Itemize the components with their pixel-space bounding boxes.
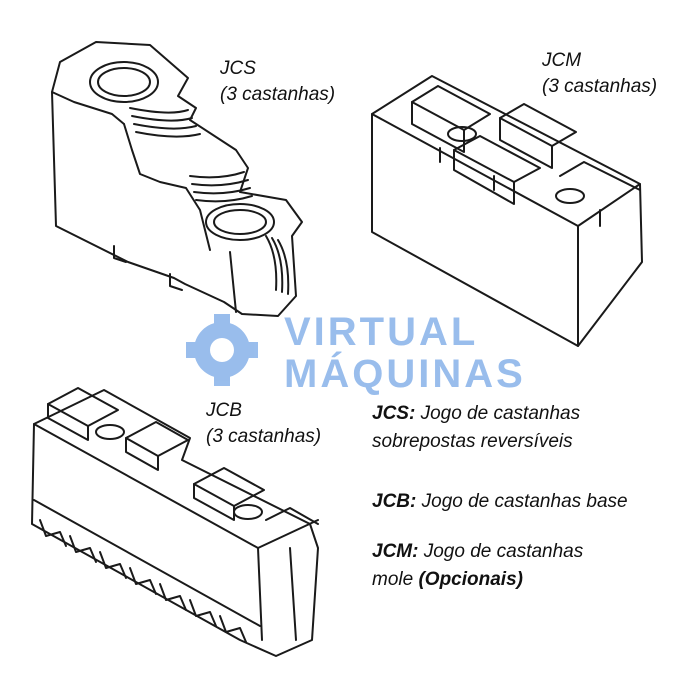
legend-jcs-code: JCS: bbox=[372, 403, 416, 424]
jcb-label: JCB (3 castanhas) bbox=[206, 398, 321, 450]
jcm-code: JCM bbox=[542, 50, 582, 71]
jcs-jaw-drawing bbox=[51, 41, 303, 317]
legend-jcb-line1: Jogo de castanhas base bbox=[421, 491, 628, 512]
legend-jcs-line2: sobrepostas reversíveis bbox=[372, 431, 573, 452]
legend-jcm-code: JCM: bbox=[372, 541, 419, 562]
jcb-desc: (3 castanhas) bbox=[206, 426, 322, 447]
jcb-code: JCB bbox=[206, 400, 242, 421]
watermark-line1: VIRTUAL bbox=[284, 310, 479, 354]
legend-jcb-code: JCB: bbox=[372, 491, 417, 512]
legend-jcs-line1: Jogo de castanhas bbox=[420, 403, 581, 424]
jcb-jaw-drawing bbox=[31, 387, 319, 657]
watermark-line2: MÁQUINAS bbox=[284, 352, 526, 396]
legend-jcm-line2: mole bbox=[372, 569, 414, 590]
legend-jcm-line1: Jogo de castanhas bbox=[423, 541, 584, 562]
jcm-desc: (3 castanhas) bbox=[542, 76, 658, 97]
jcm-jaw-drawing bbox=[371, 75, 643, 347]
legend-jcs: JCS: Jogo de castanhas sobrepostas rever… bbox=[372, 400, 580, 456]
jcs-code: JCS bbox=[220, 58, 256, 79]
jcs-desc: (3 castanhas) bbox=[220, 84, 336, 105]
jcs-label: JCS (3 castanhas) bbox=[220, 56, 335, 108]
legend-jcm-tail: (Opcionais) bbox=[418, 569, 523, 590]
legend-jcb: JCB: Jogo de castanhas base bbox=[372, 488, 628, 516]
legend-jcm: JCM: Jogo de castanhas mole (Opcionais) bbox=[372, 538, 583, 594]
jcm-label: JCM (3 castanhas) bbox=[542, 48, 657, 100]
